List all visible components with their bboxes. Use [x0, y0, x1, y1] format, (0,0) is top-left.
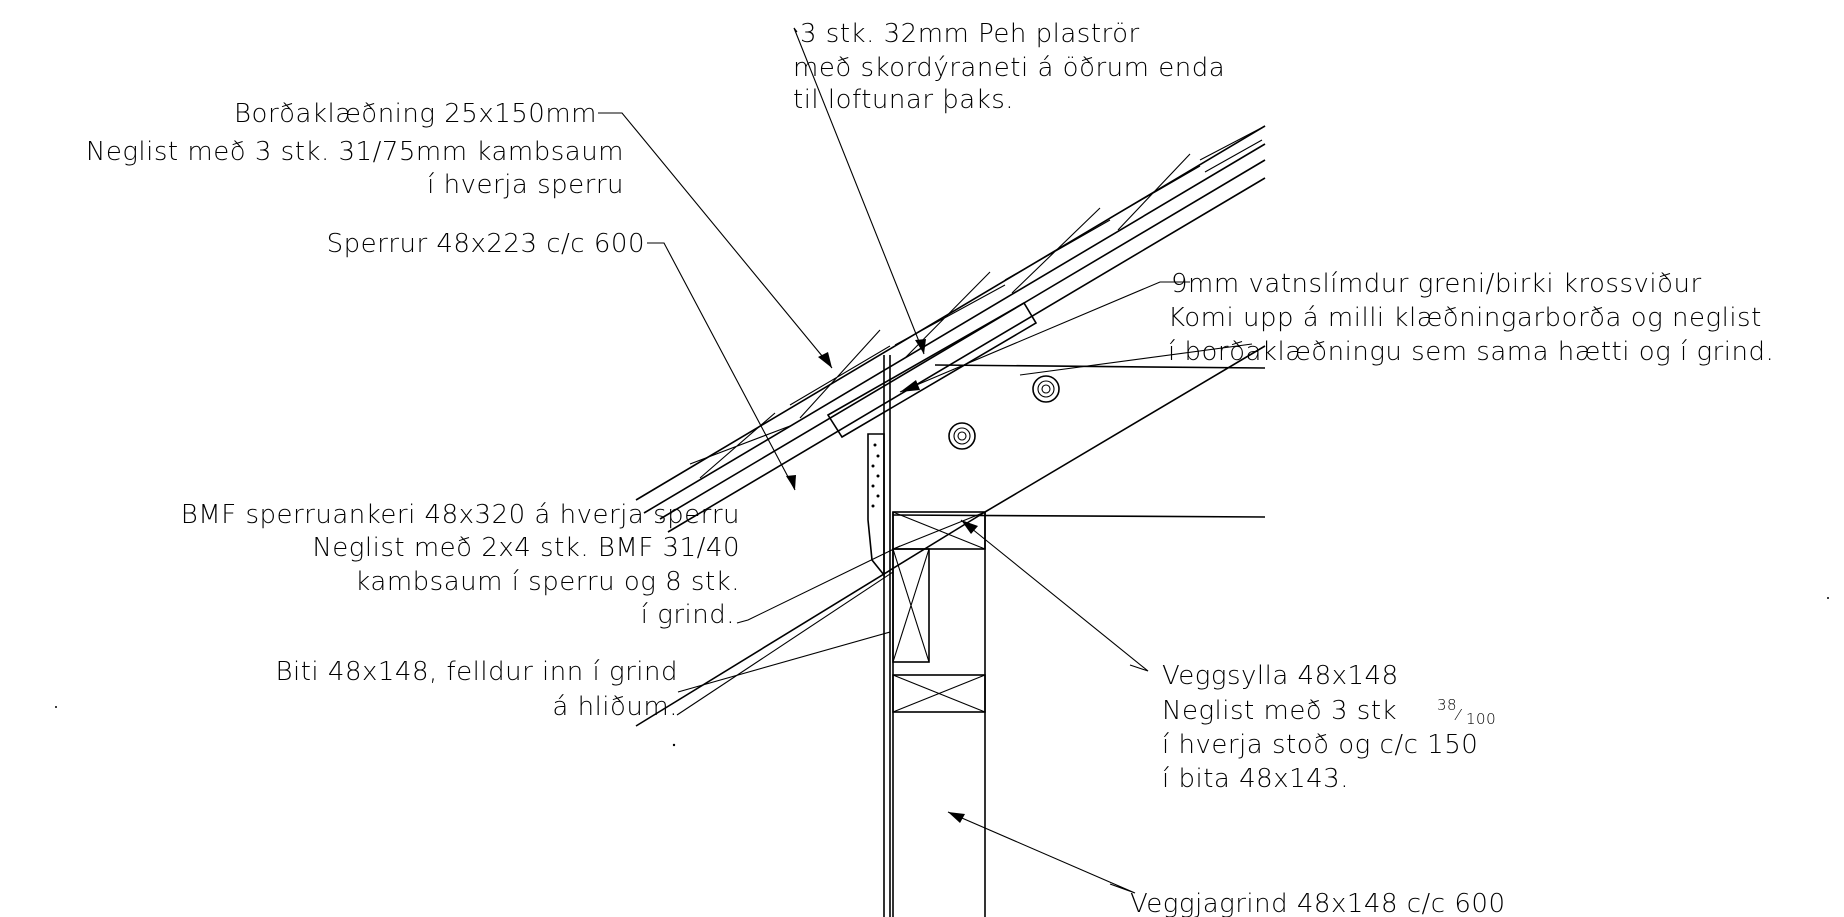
label-line: Komi upp á milli klæðningarborða og negl… — [1168, 303, 1762, 333]
label-line: í borðaklæðningu sem sama hætti og í gri… — [1168, 337, 1774, 367]
roof-structure — [635, 125, 1266, 727]
label-line: 9mm vatnslímdur greni/birki krossviður — [1171, 269, 1702, 299]
label-plastror: 3 stk. 32mm Peh plaströr með skordýranet… — [793, 19, 1225, 115]
boarding-cross-marks — [689, 125, 1266, 479]
label-line: Borðaklæðning 25x150mm — [234, 99, 597, 129]
plywood-plate — [826, 301, 1038, 439]
label-veggjagrind: Veggjagrind 48x148 c/c 600 — [1130, 889, 1506, 917]
label-line: Neglist með 2x4 stk. BMF 31/40 — [312, 533, 740, 563]
label-line: í hverja stoð og c/c 150 — [1162, 730, 1478, 760]
label-line: á hliðum. — [552, 692, 678, 722]
label-line: Veggsylla 48x148 — [1162, 661, 1399, 691]
bmf-anchor-plate — [867, 433, 885, 578]
label-sperrur: Sperrur 48x223 c/c 600 — [327, 229, 645, 259]
label-line: Neglist með 3 stk — [1162, 696, 1397, 726]
label-line: Sperrur 48x223 c/c 600 — [327, 229, 645, 259]
label-sperruankeri: BMF sperruankeri 48x320 á hverja sperru … — [181, 500, 740, 630]
label-line: Biti 48x148, felldur inn í grind — [275, 657, 678, 687]
label-line: 3 stk. 32mm Peh plaströr — [800, 19, 1140, 49]
label-line: BMF sperruankeri 48x320 á hverja sperru — [181, 500, 740, 530]
fraction-numerator: 38 — [1437, 696, 1457, 714]
label-line: til loftunar þaks. — [793, 85, 1014, 115]
label-line: í bita 48x143. — [1162, 764, 1349, 794]
label-biti: Biti 48x148, felldur inn í grind á hliðu… — [275, 657, 678, 722]
bolt-icon — [948, 422, 976, 450]
wall-frame — [883, 355, 986, 917]
label-veggsylla: Veggsylla 48x148 Neglist með 3 stk 38 ⁄ … — [1162, 661, 1496, 794]
fraction-denominator: 100 — [1466, 710, 1496, 728]
fraction-slash: ⁄ — [1454, 706, 1463, 724]
label-line: með skordýraneti á öðrum enda — [793, 53, 1225, 83]
label-line: Neglist með 3 stk. 31/75mm kambsaum — [86, 137, 624, 167]
label-line: í hverja sperru — [427, 170, 624, 200]
label-krossvidur: 9mm vatnslímdur greni/birki krossviður K… — [1168, 269, 1774, 367]
label-bordaklaedning: Borðaklæðning 25x150mm Neglist með 3 stk… — [86, 99, 624, 200]
arrow-heads — [786, 339, 978, 823]
leader-lines — [55, 27, 1829, 894]
bolt-icon — [1032, 375, 1060, 403]
label-line: kambsaum í sperru og 8 stk. — [355, 567, 740, 597]
label-line: í grind. — [641, 600, 735, 630]
label-line: Veggjagrind 48x148 c/c 600 — [1130, 889, 1506, 917]
